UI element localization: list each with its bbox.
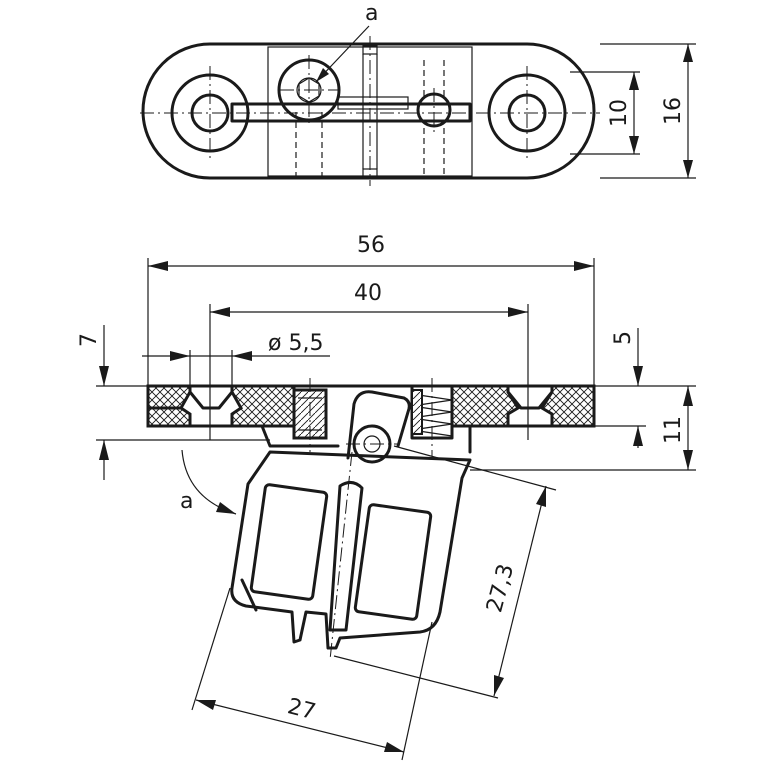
dim-7-text: 7 — [77, 333, 102, 347]
dim-d55 — [142, 350, 330, 388]
left-plate-section — [146, 384, 192, 410]
clip-blade — [230, 450, 472, 661]
base-section — [146, 378, 596, 456]
dim-40-text: 40 — [354, 281, 382, 306]
dim-5-text: 5 — [611, 331, 636, 345]
dim-27 — [191, 587, 433, 761]
blade-outline — [230, 450, 472, 650]
dim-7 — [96, 325, 270, 480]
blade-window-right — [353, 503, 433, 621]
dim-d55-text: ø 5,5 — [268, 331, 323, 356]
dim-10-16 — [570, 43, 696, 179]
angle-a-arc — [181, 449, 237, 515]
label-a-side: a — [180, 489, 193, 514]
blade-window-left — [249, 483, 329, 601]
latch-block — [337, 96, 409, 110]
top-view — [140, 25, 600, 186]
dim-27-text: 27 — [285, 694, 318, 725]
dim-16-text: 16 — [661, 97, 686, 125]
dim-273 — [333, 445, 557, 699]
label-a-top: a — [365, 1, 378, 26]
dim-273-text: 27,3 — [482, 561, 519, 615]
hinge-hook — [346, 390, 411, 464]
dim-10-text: 10 — [607, 99, 632, 127]
dim-5-11 — [470, 328, 696, 471]
dim-56-text: 56 — [357, 233, 385, 258]
base-plate-outline — [141, 42, 596, 180]
dim-11-text: 11 — [661, 416, 686, 444]
dim-40 — [209, 304, 529, 440]
dim-56 — [147, 258, 595, 385]
